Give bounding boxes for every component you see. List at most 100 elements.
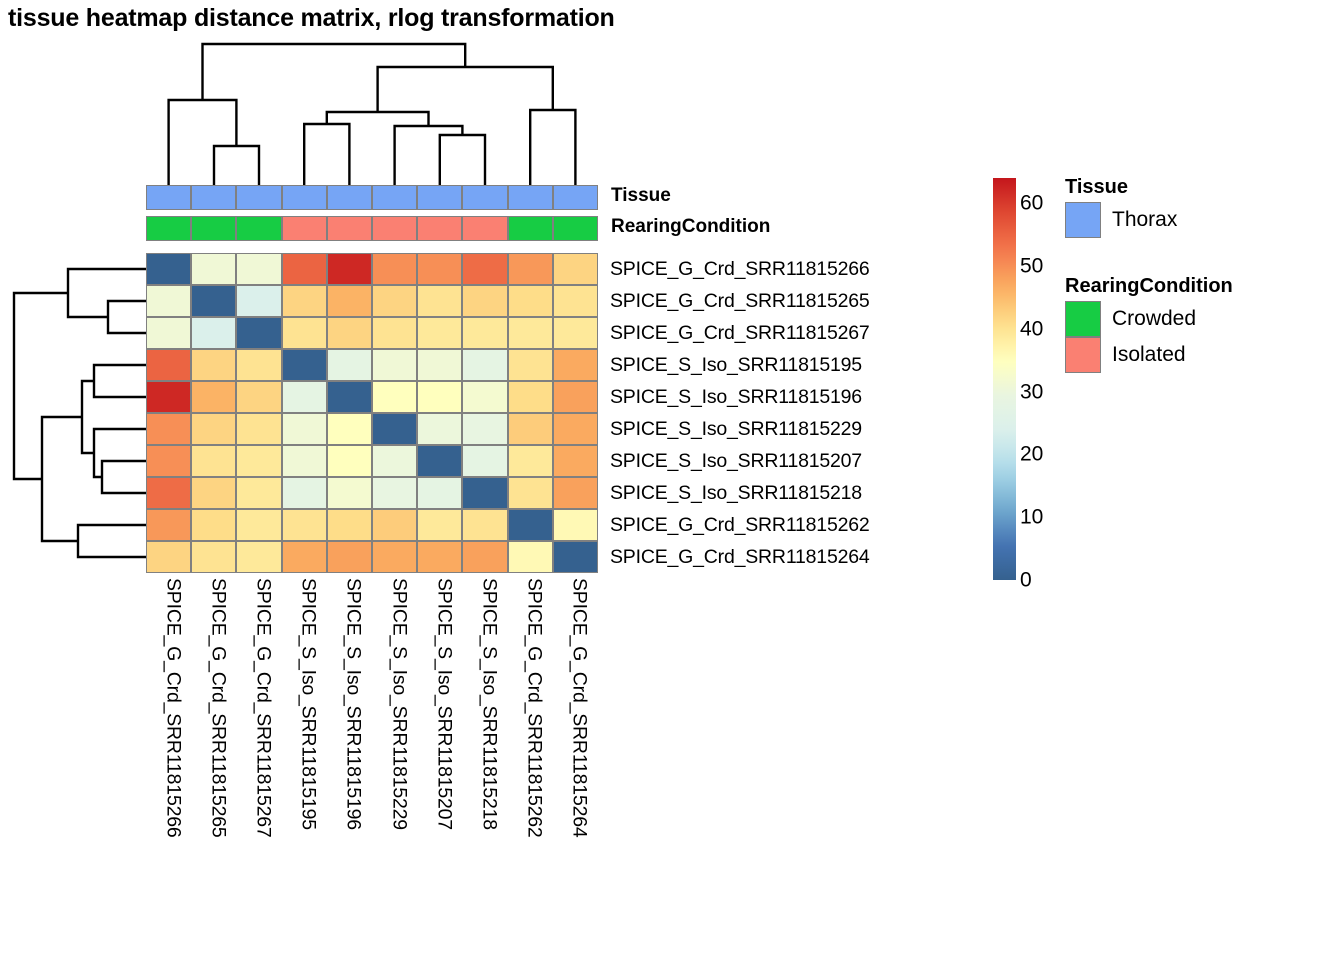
heatmap-cell <box>281 381 327 413</box>
legend-label-thorax: Thorax <box>1112 208 1178 231</box>
heatmap-cell <box>372 349 418 381</box>
column-dendrogram <box>146 40 598 188</box>
heatmap-cell <box>146 445 192 477</box>
heatmap-cell <box>146 317 192 349</box>
heatmap-cell <box>372 317 418 349</box>
rearing-annotation-cell <box>236 216 282 241</box>
heatmap-column-label-slot: SPICE_S_Iso_SRR11815195 <box>282 578 327 958</box>
heatmap-row-label: SPICE_S_Iso_SRR11815196 <box>610 385 862 408</box>
heatmap-cell <box>462 477 508 509</box>
heatmap-cell <box>146 477 192 509</box>
heatmap-column-label: SPICE_G_Crd_SRR11815266 <box>162 578 185 838</box>
heatmap-cell <box>191 253 237 285</box>
heatmap-cell <box>191 413 237 445</box>
legend-item-isolated[interactable]: Isolated <box>1065 337 1233 373</box>
heatmap-cell <box>372 285 418 317</box>
heatmap-cell <box>462 317 508 349</box>
heatmap-column-labels: SPICE_G_Crd_SRR11815266 SPICE_G_Crd_SRR11… <box>146 578 598 958</box>
heatmap-cell <box>552 253 598 285</box>
heatmap-row-label: SPICE_S_Iso_SRR11815229 <box>610 417 862 440</box>
heatmap-cell <box>236 285 282 317</box>
heatmap-cell <box>507 413 553 445</box>
heatmap-cell <box>326 445 372 477</box>
page-title: tissue heatmap distance matrix, rlog tra… <box>8 4 615 32</box>
heatmap-cell <box>507 253 553 285</box>
heatmap-cell <box>462 509 508 541</box>
heatmap-cell <box>462 253 508 285</box>
colorbar-tick-label: 50 <box>1020 254 1044 278</box>
heatmap-cell <box>191 381 237 413</box>
rearing-annotation-cell <box>372 216 418 241</box>
heatmap-cell <box>552 381 598 413</box>
heatmap-cell <box>552 477 598 509</box>
legend-rearing-condition: RearingCondition Crowded Isolated <box>1065 275 1233 373</box>
heatmap-cell <box>146 381 192 413</box>
heatmap-cell <box>372 253 418 285</box>
rearing-condition-annotation-bar <box>146 216 599 241</box>
heatmap-column-label: SPICE_G_Crd_SRR11815267 <box>252 578 275 838</box>
heatmap-column-label-slot: SPICE_S_Iso_SRR11815218 <box>462 578 507 958</box>
heatmap-cell <box>326 317 372 349</box>
heatmap-column-label-slot: SPICE_S_Iso_SRR11815207 <box>417 578 462 958</box>
heatmap-cell <box>507 381 553 413</box>
heatmap-cell <box>326 349 372 381</box>
colorbar-tick-label: 0 <box>1020 568 1032 592</box>
legend-item-thorax[interactable]: Thorax <box>1065 202 1177 238</box>
heatmap-cell <box>372 541 418 573</box>
heatmap-cell <box>417 285 463 317</box>
heatmap-cell <box>191 509 237 541</box>
heatmap-cell <box>462 349 508 381</box>
rearing-annotation-cell <box>507 216 553 241</box>
heatmap-cell <box>236 317 282 349</box>
heatmap-cell <box>417 477 463 509</box>
heatmap-column-label-slot: SPICE_G_Crd_SRR11815262 <box>508 578 553 958</box>
heatmap-column-label-slot: SPICE_G_Crd_SRR11815266 <box>146 578 191 958</box>
heatmap-cell <box>417 541 463 573</box>
rearing-condition-annotation-label: RearingCondition <box>611 216 771 237</box>
rearing-annotation-cell <box>552 216 599 241</box>
heatmap-cell <box>236 381 282 413</box>
heatmap-cell <box>417 509 463 541</box>
heatmap-cell <box>146 541 192 573</box>
heatmap-column-label: SPICE_S_Iso_SRR11815229 <box>388 578 411 830</box>
heatmap-cell <box>552 541 598 573</box>
colorbar-gradient <box>993 178 1016 580</box>
heatmap-cell <box>281 445 327 477</box>
heatmap-cell <box>281 509 327 541</box>
heatmap-cell <box>281 349 327 381</box>
heatmap-cell <box>236 509 282 541</box>
tissue-annotation-cell <box>281 185 327 210</box>
heatmap-cell <box>236 349 282 381</box>
rearing-annotation-cell <box>191 216 237 241</box>
heatmap-cell <box>326 477 372 509</box>
heatmap-cell <box>507 349 553 381</box>
heatmap-cell <box>146 349 192 381</box>
heatmap-cell <box>191 477 237 509</box>
heatmap-cell <box>326 541 372 573</box>
tissue-annotation-cell <box>146 185 192 210</box>
heatmap-cell <box>507 445 553 477</box>
heatmap-cell <box>417 253 463 285</box>
heatmap-cell <box>507 477 553 509</box>
legend-label-isolated: Isolated <box>1112 343 1186 366</box>
legend-swatch-thorax <box>1065 202 1101 238</box>
heatmap-cell <box>507 317 553 349</box>
heatmap-cell <box>417 445 463 477</box>
tissue-annotation-label: Tissue <box>611 185 671 206</box>
heatmap-cell <box>552 349 598 381</box>
colorbar-tick-label: 10 <box>1020 505 1044 529</box>
heatmap-cell <box>462 285 508 317</box>
heatmap-cell <box>191 349 237 381</box>
tissue-annotation-cell <box>552 185 599 210</box>
heatmap-cell <box>372 413 418 445</box>
heatmap-row-label: SPICE_S_Iso_SRR11815207 <box>610 449 862 472</box>
heatmap-cell <box>191 445 237 477</box>
heatmap-cell <box>417 381 463 413</box>
legend-item-crowded[interactable]: Crowded <box>1065 301 1233 337</box>
heatmap-column-label: SPICE_S_Iso_SRR11815196 <box>343 578 366 830</box>
heatmap-cell <box>281 253 327 285</box>
column-dendrogram-svg <box>167 42 577 188</box>
heatmap-column-label: SPICE_S_Iso_SRR11815218 <box>478 578 501 830</box>
